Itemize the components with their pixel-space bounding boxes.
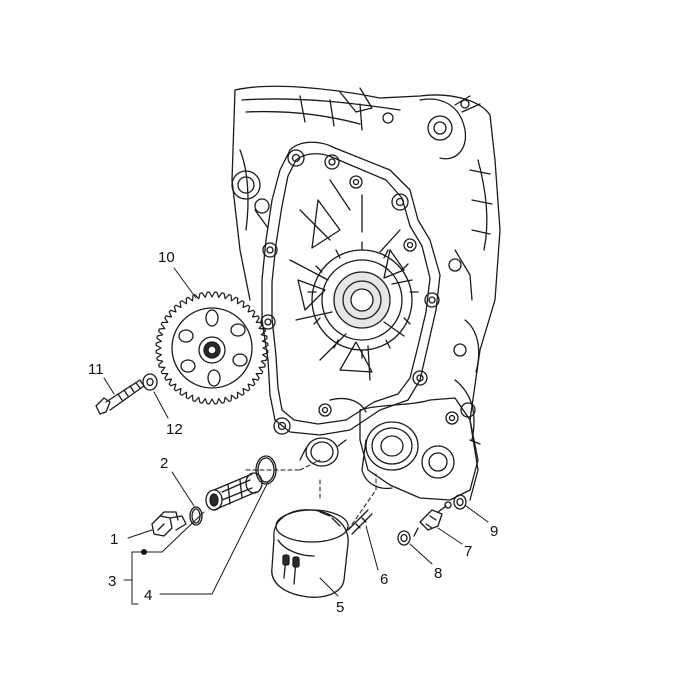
- part-labels: 10 11 12 2 1 3 4 5 6 7 8 9: [88, 249, 498, 616]
- oil-filter-bore: [361, 421, 419, 490]
- label-12: 12: [166, 421, 183, 438]
- leader-lines: [103, 267, 489, 605]
- part-10-gear: [155, 291, 269, 405]
- strainer-bore: [299, 437, 347, 467]
- part-1-drain-plug: [151, 511, 187, 537]
- part-12-washer: [142, 373, 158, 391]
- part-8-washer: [397, 530, 411, 546]
- crankcase-cover: [260, 141, 481, 501]
- part-4-strainer: [205, 472, 263, 511]
- part-11-bolt: [95, 379, 145, 415]
- part-6-stud: [347, 509, 373, 535]
- part-9-washer: [453, 494, 467, 510]
- label-9: 9: [490, 523, 498, 540]
- label-6: 6: [380, 571, 388, 588]
- label-1: 1: [110, 531, 118, 548]
- label-3: 3: [108, 573, 116, 590]
- bracket-dot: [141, 549, 147, 555]
- part-5-oil-filter: [271, 509, 349, 598]
- crankcase-background: [231, 85, 501, 501]
- label-11: 11: [88, 361, 104, 378]
- label-7: 7: [464, 543, 472, 560]
- label-4: 4: [144, 587, 152, 604]
- label-10: 10: [158, 249, 175, 266]
- label-8: 8: [434, 565, 442, 582]
- label-2: 2: [160, 455, 168, 472]
- part-7-sensor: [413, 501, 452, 537]
- part-3-o-ring: [255, 455, 277, 485]
- label-5: 5: [336, 599, 344, 616]
